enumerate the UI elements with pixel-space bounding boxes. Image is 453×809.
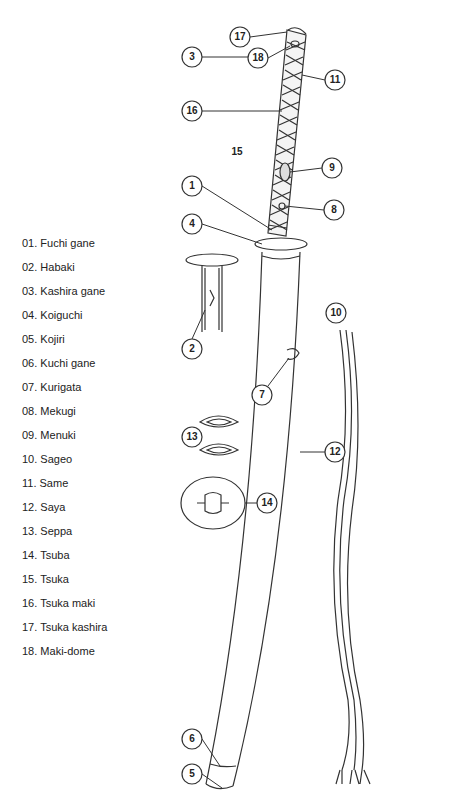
habaki: [202, 266, 222, 332]
tsuba: [255, 238, 307, 250]
part-name: 08. Mekugi: [22, 404, 76, 418]
callout-number: 9: [320, 161, 344, 175]
callout-number: 2: [180, 342, 204, 356]
mekugi: [279, 203, 285, 209]
seppa-hole: [207, 419, 231, 453]
part-name: 10. Sageo: [22, 452, 72, 466]
part-name: 12. Saya: [22, 500, 65, 514]
sword-drawing: [181, 28, 370, 789]
callout-number: 4: [180, 217, 204, 231]
maki-dome: [291, 41, 299, 47]
habaki-mark: [210, 290, 214, 306]
callout-number: 1: [180, 179, 204, 193]
callout-number: 12: [323, 445, 347, 459]
callout-number: 11: [323, 73, 347, 87]
leader-lines: [192, 32, 325, 788]
kuchi-gane: [210, 764, 236, 767]
callout-number: 14: [255, 496, 279, 510]
part-name: 03. Kashira gane: [22, 284, 105, 298]
part-name: 17. Tsuka kashira: [22, 620, 107, 634]
sageo: [334, 330, 349, 770]
tsuka: [268, 30, 306, 236]
part-name: 01. Fuchi gane: [22, 236, 95, 250]
menuki: [280, 163, 290, 181]
tsuba-hole: [205, 493, 221, 514]
part-name: 07. Kurigata: [22, 380, 81, 394]
callout-number: 8: [322, 203, 346, 217]
callout-circles: [182, 27, 346, 784]
kurigata: [287, 349, 299, 360]
callout-number: 7: [250, 388, 274, 402]
part-name: 15. Tsuka: [22, 572, 69, 586]
part-name: 05. Kojiri: [22, 332, 65, 346]
tsuka-maki: [270, 42, 305, 230]
part-name: 13. Seppa: [22, 524, 72, 538]
part-name: 06. Kuchi gane: [22, 356, 95, 370]
saya-edge: [233, 252, 300, 786]
callout-number: 18: [246, 51, 270, 65]
part-name: 04. Koiguchi: [22, 308, 83, 322]
callout-number: 10: [324, 306, 348, 320]
part-name: 14. Tsuba: [22, 548, 70, 562]
callout-number: 3: [180, 50, 204, 64]
kashira: [288, 28, 306, 34]
part-name: 11. Same: [22, 476, 68, 490]
habaki-tsuba: [186, 254, 238, 266]
callout-number: 17: [228, 30, 252, 44]
part-name: 18. Maki-dome: [22, 644, 95, 658]
tsuka-maki: [269, 42, 305, 230]
part-name: 09. Menuki: [22, 428, 76, 442]
sageo: [348, 332, 364, 770]
callout-number: 6: [180, 732, 204, 746]
callout-number: 16: [180, 104, 204, 118]
callout-number: 15: [225, 145, 249, 159]
part-name: 16. Tsuka maki: [22, 596, 95, 610]
callout-number: 13: [180, 430, 204, 444]
tsuba-hole: [197, 502, 229, 503]
saya-edge: [206, 252, 262, 784]
sageo-tassel: [336, 770, 370, 784]
tsuba: [181, 477, 245, 529]
part-name: 02. Habaki: [22, 260, 75, 274]
koiguchi: [262, 256, 300, 259]
fuchi: [268, 225, 287, 228]
callout-number: 5: [180, 767, 204, 781]
